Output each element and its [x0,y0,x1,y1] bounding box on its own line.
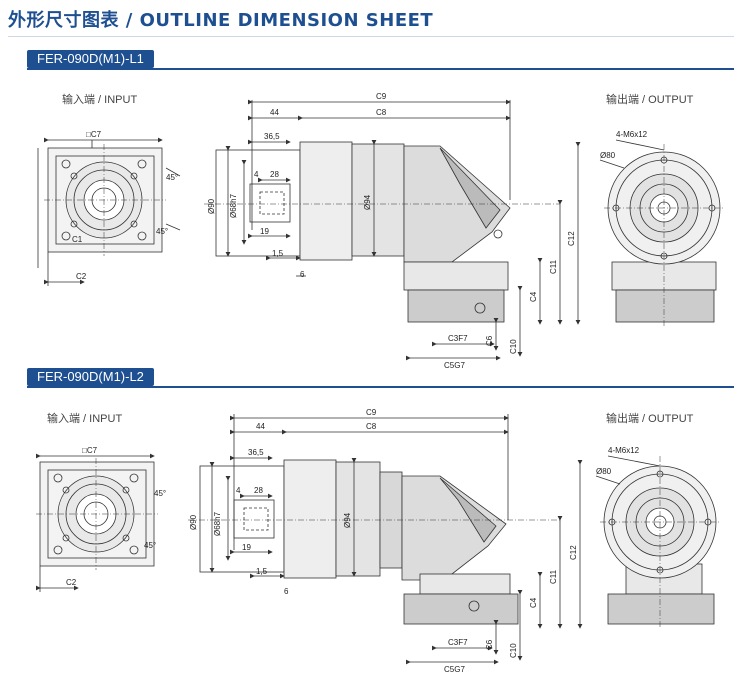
dim-c6-l2: C6 [485,639,494,650]
dim-c11-l2: C11 [549,569,558,584]
dim-bolt-l1: 4-M6x12 [616,130,648,139]
dim-c3-l1: C3F7 [448,334,468,343]
page-title: 外形尺寸图表 / OUTLINE DIMENSION SHEET [8,10,434,31]
dim-angle-b-l2: 45° [144,541,156,550]
dim-c2-l2: C2 [66,578,77,587]
output-view-l2 [595,455,720,628]
dim-angle-a-l2: 45° [154,489,166,498]
dim-d94-l1: Ø94 [363,194,372,210]
dim-15-l1: 1,5 [272,249,284,258]
title-divider [8,36,734,37]
dim-c7-l2: □C7 [82,446,98,455]
dim-4-l2: 4 [236,486,241,495]
dim-15-l2: 1,5 [256,567,268,576]
dim-c10-l2: C10 [509,643,518,658]
dim-28-l1: 28 [270,170,279,179]
dim-c4-l1: C4 [529,291,538,302]
dim-angle-a-l1: 45° [166,173,178,182]
dim-c3-l2: C3F7 [448,638,468,647]
dim-c9-l1: C9 [376,92,387,101]
model-tag-l1: FER-090D(M1)-L1 [27,50,154,68]
section-divider-l1 [27,68,734,70]
dim-c7-l1: □C7 [86,130,102,139]
dim-d80-l2: Ø80 [596,467,612,476]
dim-c11-l1: C11 [549,259,558,274]
model-tag-l2: FER-090D(M1)-L2 [27,368,154,386]
dim-c5-l1: C5G7 [444,361,465,370]
dim-19-l1: 19 [260,227,269,236]
dim-d68-l2: Ø68h7 [213,511,222,536]
input-label-l1: 输入端 / INPUT [62,94,138,106]
dim-c1-l1: C1 [72,235,83,244]
input-view-l2 [36,453,158,592]
input-view-l1 [37,137,181,286]
dim-365-l1: 36,5 [264,132,280,141]
dim-d90-l1: Ø90 [207,198,216,214]
dim-44-l2: 44 [256,422,265,431]
dim-d90-l2: Ø90 [189,514,198,530]
dim-c5-l2: C5G7 [444,665,465,674]
dim-c12-l2: C12 [569,545,578,560]
dim-6-l2: 6 [284,587,289,596]
side-view-l1 [204,99,581,361]
dim-c8-l2: C8 [366,422,377,431]
dim-4-l1: 4 [254,170,259,179]
section-divider-l2 [27,386,734,388]
dim-c10-l1: C10 [509,339,518,354]
dim-c2-l1: C2 [76,272,87,281]
side-view-l2 [188,414,583,665]
dim-bolt-l2: 4-M6x12 [608,446,640,455]
dim-c6-l1: C6 [485,335,494,346]
dim-d94-l2: Ø94 [343,512,352,528]
dim-28-l2: 28 [254,486,263,495]
output-label-l2: 输出端 / OUTPUT [606,413,694,425]
output-label-l1: 输出端 / OUTPUT [606,94,694,106]
dim-c4-l2: C4 [529,597,538,608]
dim-c8-l1: C8 [376,108,387,117]
output-view-l1 [599,139,724,326]
dim-d80-l1: Ø80 [600,151,616,160]
dim-44-l1: 44 [270,108,279,117]
dim-angle-b-l1: 45° [156,227,168,236]
dim-6-l1: 6 [300,270,305,279]
dim-c12-l1: C12 [567,231,576,246]
input-label-l2: 输入端 / INPUT [47,413,123,425]
dim-365-l2: 36,5 [248,448,264,457]
dim-c9-l2: C9 [366,408,377,417]
dim-19-l2: 19 [242,543,251,552]
dim-d68-l1: Ø68h7 [229,193,238,218]
